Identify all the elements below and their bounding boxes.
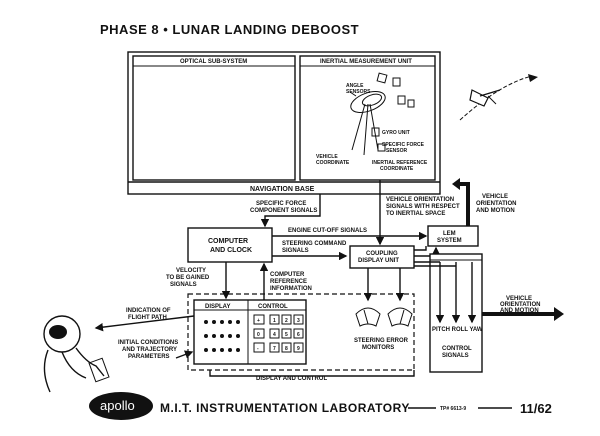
optical-subsystem-label: OPTICAL SUB-SYSTEM [180, 59, 247, 65]
key-plus[interactable] [253, 314, 265, 325]
navigation-base-label: NAVIGATION BASE [250, 186, 315, 193]
optical-subsystem-box [132, 55, 296, 181]
key-4[interactable] [269, 328, 280, 339]
svg-text:7: 7 [273, 346, 276, 352]
svg-text:-: - [257, 346, 259, 352]
gimbal-illustration [349, 72, 415, 156]
computer-clock-box [187, 227, 273, 263]
apollo-logo-text: apollo [100, 398, 135, 413]
svg-text:+: + [257, 318, 260, 324]
display-and-control-label: DISPLAY AND CONTROL [256, 376, 327, 382]
key-6[interactable] [293, 328, 304, 339]
key-1[interactable] [269, 314, 280, 325]
key-8[interactable] [281, 342, 292, 353]
svg-text:3: 3 [297, 318, 300, 324]
page-title: PHASE 8 • LUNAR LANDING DEBOOST [100, 22, 359, 37]
key-zero[interactable] [253, 328, 265, 339]
coupling-display-unit-box [349, 245, 415, 269]
display-control-panel [193, 299, 307, 365]
key-3[interactable] [293, 314, 304, 325]
pitch-roll-yaw-label: PITCH ROLL YAW [432, 327, 483, 333]
imu-box [299, 55, 436, 181]
apollo-logo [89, 392, 153, 420]
key-2[interactable] [281, 314, 292, 325]
panel-display-indicators [204, 320, 240, 352]
tp-number: TP# 6613-9 [440, 406, 466, 412]
lab-name: M.I.T. INSTRUMENTATION LABORATORY [160, 401, 410, 415]
page-number: 11/62 [520, 401, 552, 416]
key-9[interactable] [293, 342, 304, 353]
display-control-region [187, 293, 415, 371]
svg-text:8: 8 [285, 346, 288, 352]
numeric-keypad: 1 2 3 4 5 6 7 8 9 [269, 314, 304, 353]
spacecraft-illustration [459, 74, 538, 121]
key-5[interactable] [281, 328, 292, 339]
engine-cutoff-label: ENGINE CUT-OFF SIGNALS [288, 228, 367, 234]
svg-text:5: 5 [285, 332, 288, 338]
astronaut-illustration [43, 315, 110, 393]
svg-text:1: 1 [273, 318, 276, 324]
svg-text:6: 6 [297, 332, 300, 338]
svg-text:0: 0 [257, 332, 260, 338]
key-7[interactable] [269, 342, 280, 353]
steering-error-monitors-illustration [355, 307, 413, 327]
key-minus[interactable] [253, 342, 265, 353]
panel-display-label: DISPLAY [205, 304, 230, 310]
svg-text:2: 2 [285, 318, 288, 324]
svg-text:9: 9 [297, 346, 300, 352]
svg-text:4: 4 [273, 332, 276, 338]
panel-control-label: CONTROL [258, 304, 288, 310]
lem-system-box [427, 225, 479, 247]
gyro-unit-label: GYRO UNIT [382, 130, 410, 136]
imu-label: INERTIAL MEASUREMENT UNIT [320, 59, 412, 65]
